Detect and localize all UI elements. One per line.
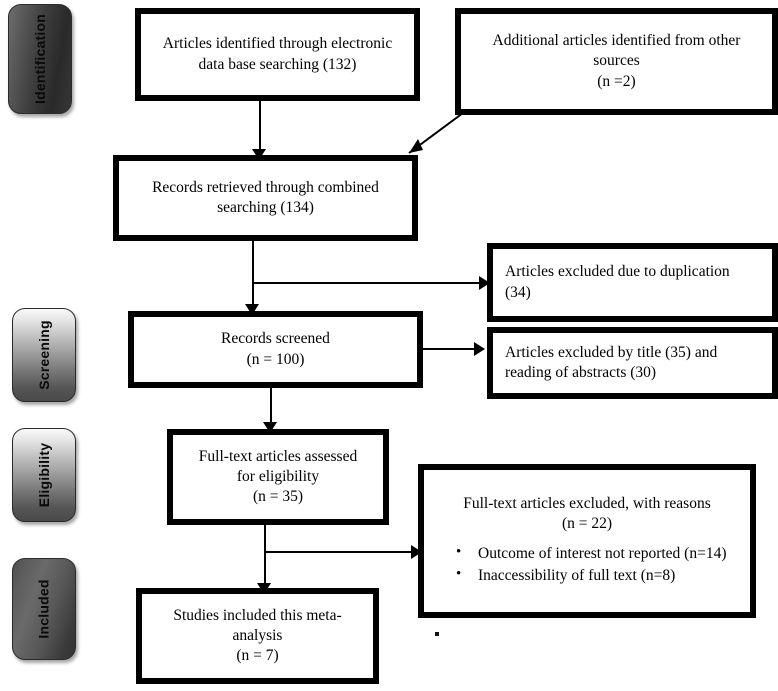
box-studies-included-line3: (n = 7) bbox=[236, 647, 279, 665]
box-fulltext-assessed-line2: for eligibility bbox=[236, 467, 320, 485]
connector-fulltext-to-excluded bbox=[264, 551, 417, 553]
arrowhead-combined-to-duplication bbox=[479, 276, 490, 290]
box-studies-included: Studies included this meta- analysis (n … bbox=[136, 588, 379, 684]
box-studies-included-inner: Studies included this meta- analysis (n … bbox=[141, 593, 374, 679]
box-other-sources: Additional articles identified from othe… bbox=[455, 8, 778, 115]
box-fulltext-assessed: Full-text articles assessed for eligibil… bbox=[167, 429, 389, 525]
arrowhead-screened-to-title-exclusion bbox=[474, 342, 485, 356]
box-electronic-search-inner: Articles identified through electronic d… bbox=[140, 13, 415, 96]
box-combined-search-line1: Records retrieved through combined bbox=[152, 178, 379, 196]
box-excluded-duplication-line1: Articles excluded due to duplication bbox=[505, 263, 730, 281]
connector-fulltext-to-included bbox=[264, 525, 266, 588]
box-records-screened-line1: Records screened bbox=[221, 330, 330, 348]
arrowhead-screened-to-fulltext bbox=[263, 422, 277, 433]
connector-screened-to-fulltext bbox=[270, 388, 272, 428]
stage-badge-identification: Identification bbox=[8, 4, 72, 114]
stage-label-included: Included bbox=[35, 579, 52, 639]
stage-label-identification: Identification bbox=[32, 14, 49, 104]
arrowhead-electronic-to-combined bbox=[252, 149, 266, 160]
box-fulltext-excluded: Full-text articles excluded, with reason… bbox=[418, 464, 756, 618]
box-other-sources-line1: Additional articles identified from othe… bbox=[492, 32, 741, 50]
box-fulltext-excluded-line1: Full-text articles excluded, with reason… bbox=[463, 495, 711, 513]
box-combined-search-inner: Records retrieved through combined searc… bbox=[118, 160, 413, 236]
box-fulltext-assessed-inner: Full-text articles assessed for eligibil… bbox=[172, 434, 384, 520]
stage-label-eligibility: Eligibility bbox=[36, 442, 52, 508]
box-excluded-duplication-inner: Articles excluded due to duplication (34… bbox=[492, 248, 773, 317]
box-combined-search: Records retrieved through combined searc… bbox=[113, 155, 418, 241]
box-other-sources-inner: Additional articles identified from othe… bbox=[460, 13, 773, 110]
stage-badge-included: Included bbox=[12, 558, 76, 660]
box-excluded-title-abstract: Articles excluded by title (35) and read… bbox=[487, 327, 778, 399]
arrowhead-fulltext-to-excluded bbox=[411, 545, 422, 559]
connector-combined-to-duplication bbox=[252, 282, 485, 284]
box-studies-included-line2: analysis bbox=[232, 626, 283, 644]
box-other-sources-line2: sources bbox=[593, 52, 640, 70]
connector-electronic-to-combined bbox=[259, 101, 261, 153]
box-fulltext-assessed-line3: (n = 35) bbox=[252, 488, 304, 506]
stage-label-screening: Screening bbox=[36, 320, 52, 390]
box-other-sources-line3: (n =2) bbox=[597, 72, 636, 90]
box-excluded-title-abstract-line1: Articles excluded by title (35) and bbox=[505, 343, 718, 361]
box-excluded-title-abstract-inner: Articles excluded by title (35) and read… bbox=[492, 332, 773, 394]
box-fulltext-excluded-line2: (n = 22) bbox=[561, 515, 613, 533]
fulltext-excluded-reason-1: Outcome of interest not reported (n=14) bbox=[456, 543, 742, 564]
box-electronic-search-line1: Articles identified through electronic bbox=[162, 35, 393, 53]
box-studies-included-line1: Studies included this meta- bbox=[173, 606, 342, 624]
box-records-screened-inner: Records screened (n = 100) bbox=[133, 316, 418, 383]
box-fulltext-excluded-inner: Full-text articles excluded, with reason… bbox=[423, 469, 751, 613]
connector-combined-to-screened bbox=[252, 241, 254, 308]
stage-badge-eligibility: Eligibility bbox=[12, 428, 76, 522]
stray-period-mark bbox=[435, 632, 439, 636]
box-excluded-duplication: Articles excluded due to duplication (34… bbox=[487, 243, 778, 322]
fulltext-excluded-reason-list: Outcome of interest not reported (n=14) … bbox=[432, 543, 742, 588]
box-electronic-search-line2: data base searching (132) bbox=[198, 55, 357, 73]
connector-screened-to-title-exclusion bbox=[423, 348, 479, 350]
box-excluded-title-abstract-line2: reading of abstracts (30) bbox=[505, 364, 657, 381]
box-records-screened-line2: (n = 100) bbox=[246, 350, 305, 368]
box-electronic-search: Articles identified through electronic d… bbox=[135, 8, 420, 101]
box-fulltext-assessed-line1: Full-text articles assessed bbox=[198, 447, 358, 465]
box-records-screened: Records screened (n = 100) bbox=[128, 311, 423, 388]
box-excluded-duplication-line2: (34) bbox=[505, 283, 531, 301]
stage-badge-screening: Screening bbox=[12, 308, 76, 402]
box-combined-search-line2: searching (134) bbox=[217, 199, 314, 216]
fulltext-excluded-reason-2: Inaccessibility of full text (n=8) bbox=[456, 565, 742, 586]
arrowhead-combined-to-screened bbox=[245, 304, 259, 315]
